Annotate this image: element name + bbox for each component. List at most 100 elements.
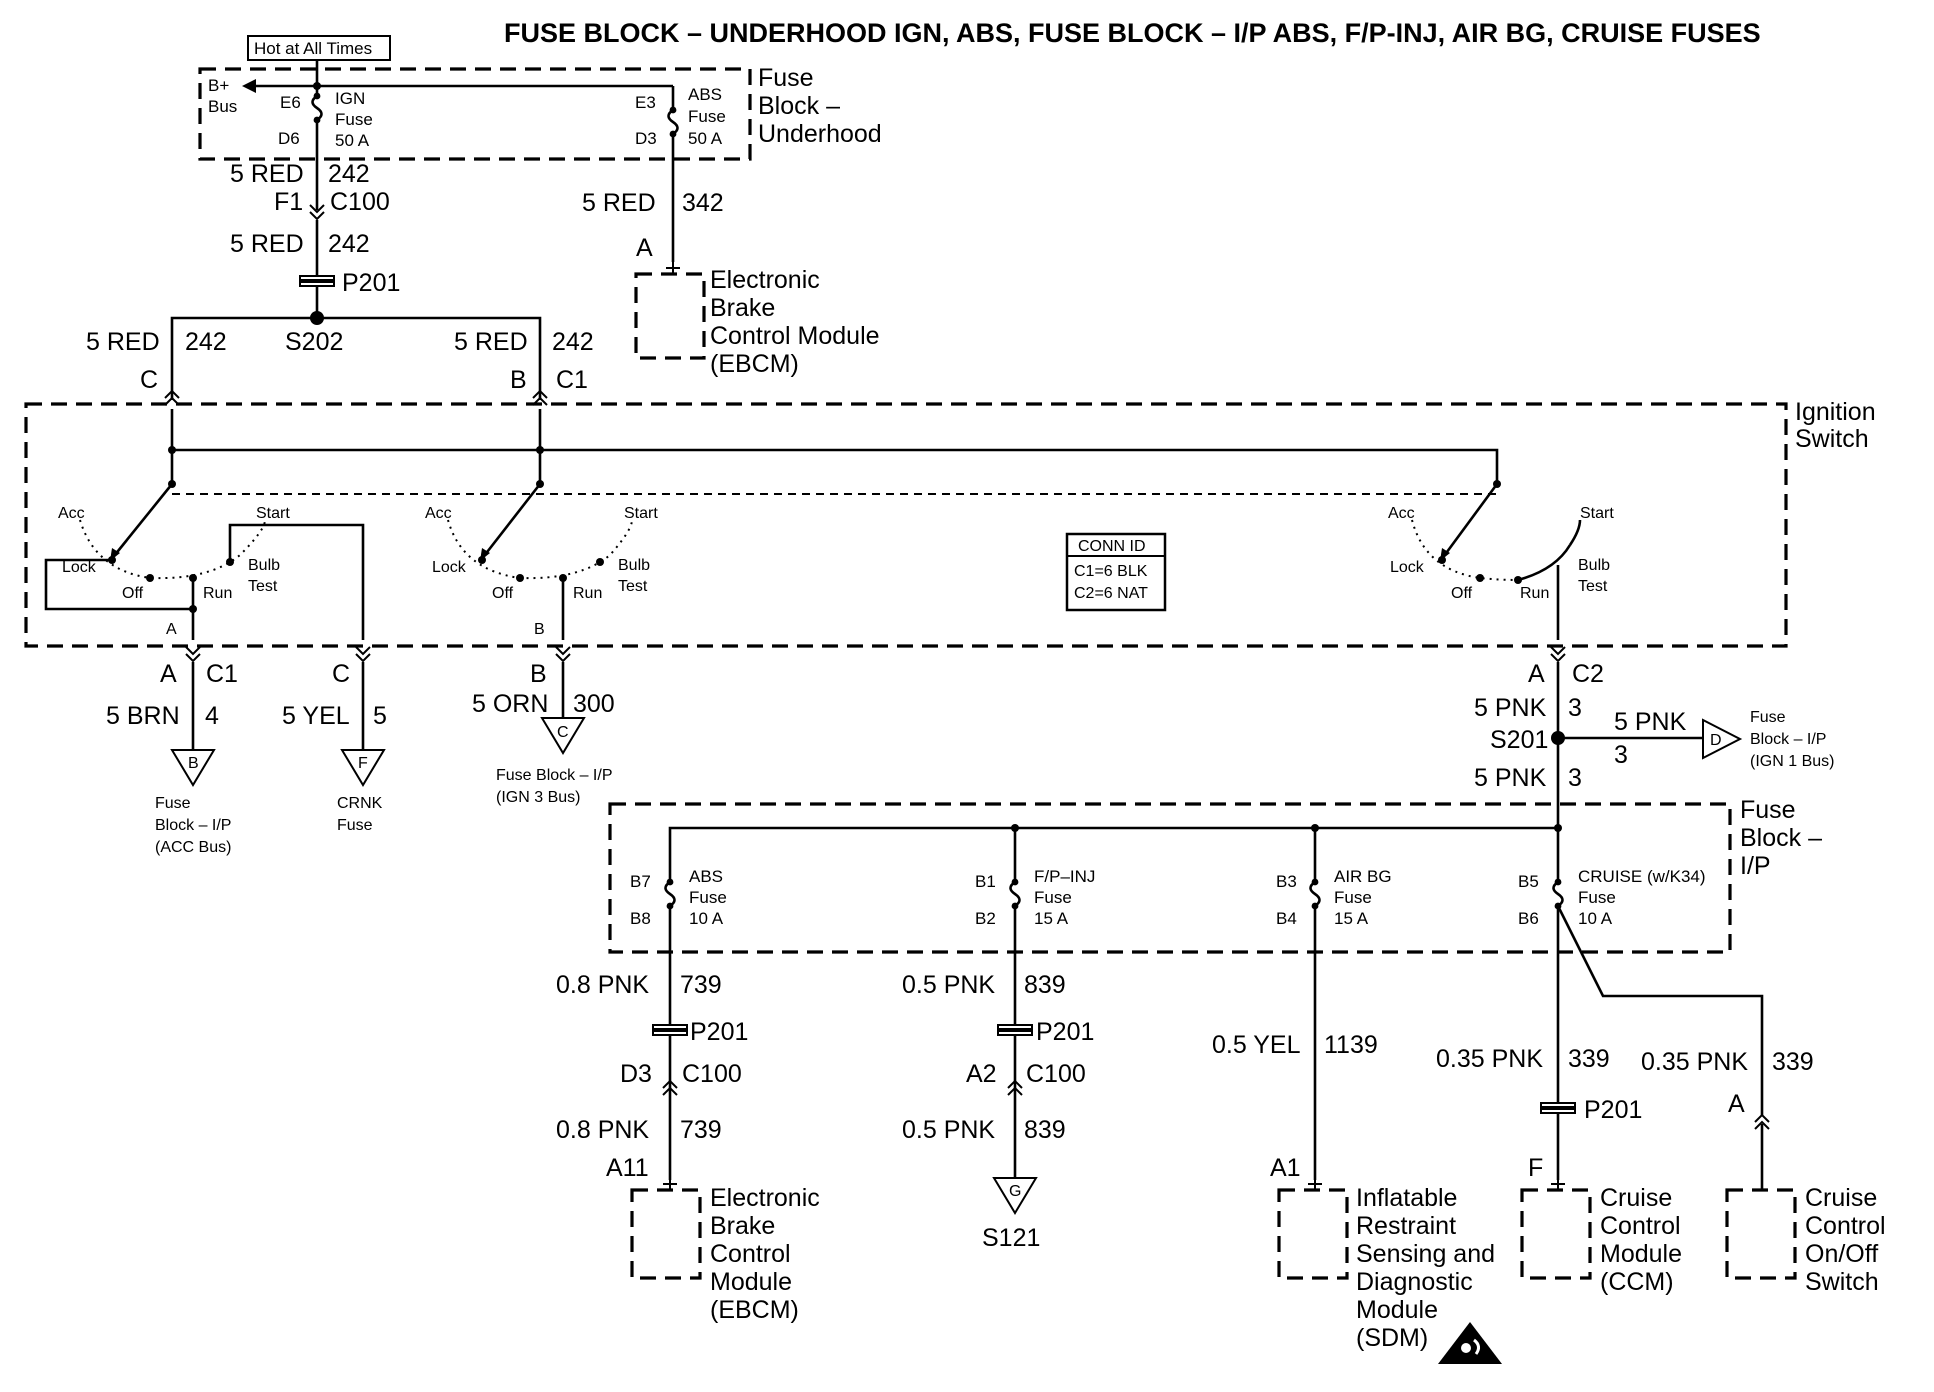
ign-feed-pass-through: P201 <box>342 269 400 297</box>
abs-50a-fuse-icon <box>667 98 679 139</box>
switch1-run: Run <box>203 585 232 602</box>
ign-feed-w1-circuit: 242 <box>328 160 370 188</box>
ign1-output: A C2 5 PNK 3 S201 5 PNK 3 D Fuse Block –… <box>1474 646 1834 828</box>
left-242-circuit: 242 <box>185 328 227 356</box>
ign3-ref-triangle-icon <box>540 717 586 755</box>
ign-feed-w2-gauge: 5 RED <box>230 230 304 258</box>
fpinj-w2-circuit: 839 <box>1024 1116 1066 1144</box>
conn-id-line-1: C1=6 BLK <box>1074 563 1148 580</box>
ebcm-bottom-pin-icon <box>662 1177 678 1191</box>
ebcm-conn-name: C100 <box>682 1060 742 1088</box>
switch2-test: Test <box>618 578 648 595</box>
abs-50a-fuse-out-pin: D3 <box>635 129 657 148</box>
acc-connector-icon <box>185 646 201 662</box>
ign-fuse-icon <box>311 84 323 125</box>
ccm-p201-icon <box>1540 1102 1576 1114</box>
conn-id-line-2: C2=6 NAT <box>1074 585 1148 602</box>
bplus-arrow-icon <box>242 79 256 93</box>
ip-fuse-2-in: B1 <box>975 872 996 891</box>
abs-50a-fuse-label-2: Fuse <box>688 107 726 126</box>
underhood-block-name-line-1: Fuse <box>758 64 814 92</box>
ccm-line-1: Cruise <box>1600 1184 1672 1212</box>
ign-feed-w1-gauge: 5 RED <box>230 160 304 188</box>
fpinj-ref-triangle-icon <box>992 1177 1038 1215</box>
ip-fuse-2-l2: Fuse <box>1034 888 1072 907</box>
underhood-block-name-line-2: Block – <box>758 92 840 120</box>
switch1-off: Off <box>122 585 144 602</box>
ccm-gauge: 0.35 PNK <box>1436 1045 1543 1073</box>
ign1-down-circuit: 3 <box>1568 764 1582 792</box>
ign1-branch-dest-2: Block – I/P <box>1750 731 1826 748</box>
ip-fuse-1-in: B7 <box>630 872 651 891</box>
ccm-output: 0.35 PNK 339 P201 F Cruise Control Modul… <box>1436 906 1682 1296</box>
fpinj-p201-icon <box>997 1024 1033 1036</box>
ip-fuse-1-l2: Fuse <box>689 888 727 907</box>
fpinj-conn-pin: A2 <box>966 1060 997 1088</box>
ign3-connector-icon <box>555 646 571 662</box>
cruise-fuse-icon <box>1552 870 1564 911</box>
ign1-ref-triangle-icon <box>1702 718 1743 760</box>
sdm-line-1: Inflatable <box>1356 1184 1457 1212</box>
ign-fuse-in-pin: E6 <box>280 93 301 112</box>
hot-at-all-times-label: Hot at All Times <box>254 39 372 58</box>
abs-feed-circuit-number: 342 <box>682 189 724 217</box>
crnk-pin: C <box>332 660 350 688</box>
ebcm-w2-gauge: 0.8 PNK <box>556 1116 649 1144</box>
ip-block-name-line-1: Fuse <box>1740 796 1796 824</box>
ip-fuse-4-l1: CRUISE (w/K34) <box>1578 867 1706 886</box>
switch3-acc: Acc <box>1388 505 1415 522</box>
right-switch-pin: B <box>510 366 527 394</box>
abs-10a-fuse-icon <box>664 870 676 911</box>
ip-fuse-3-l1: AIR BG <box>1334 867 1392 886</box>
ebcm-bottom-line-1: Electronic <box>710 1184 820 1212</box>
ip-fuse-block: Fuse Block – I/P B7 B8 ABS Fuse 10 A B1 … <box>608 796 1822 954</box>
ebcm-conn-pin: D3 <box>620 1060 652 1088</box>
ip-fuse-4-l2: Fuse <box>1578 888 1616 907</box>
sdm-line-6: (SDM) <box>1356 1324 1428 1352</box>
ign1-circuit: 3 <box>1568 694 1582 722</box>
ign3-pin: B <box>530 660 547 688</box>
switch2-bulb: Bulb <box>618 557 650 574</box>
ign-feed-circuit: 5 RED 242 F1 C100 5 RED 242 P201 S202 5 … <box>86 159 594 406</box>
crnk-circuit: 5 <box>373 702 387 730</box>
acc-dest-3: (ACC Bus) <box>155 839 231 856</box>
switch3-run: Run <box>1520 585 1549 602</box>
ign3-dest-2: (IGN 3 Bus) <box>496 789 580 806</box>
cruise-switch-circuit: 339 <box>1772 1048 1814 1076</box>
fpinj-pass-through: P201 <box>1036 1018 1094 1046</box>
ebcm-top-line-2: Brake <box>710 294 775 322</box>
crnk-ref-triangle-icon <box>340 749 386 787</box>
ip-block-name-line-3: I/P <box>1740 852 1771 880</box>
ccm-line-2: Control <box>1600 1212 1681 1240</box>
right-switch-conn: C1 <box>556 366 588 394</box>
acc-output: A C1 5 BRN 4 B Fuse Block – I/P (ACC Bus… <box>106 646 238 856</box>
ebcm-top-line-4: (EBCM) <box>710 350 799 378</box>
ign1-gauge: 5 PNK <box>1474 694 1547 722</box>
ignition-switch-name-line-1: Ignition <box>1795 398 1876 426</box>
sdm-line-5: Module <box>1356 1296 1438 1324</box>
ebcm-bottom-line-4: Module <box>710 1268 792 1296</box>
crnk-output: C 5 YEL 5 F CRNK Fuse <box>282 646 387 834</box>
switch2-run: Run <box>573 585 602 602</box>
ign1-pin: A <box>1528 660 1545 688</box>
diagram-title: FUSE BLOCK – UNDERHOOD IGN, ABS, FUSE BL… <box>504 18 1761 48</box>
fpinj-output: 0.5 PNK 839 P201 A2 C100 0.5 PNK 839 G S… <box>902 906 1094 1252</box>
left-switch-pin: C <box>140 366 158 394</box>
ccm-pin: F <box>1528 1154 1543 1182</box>
ign3-ref: C <box>557 724 569 741</box>
ign-feed-w2-circuit: 242 <box>328 230 370 258</box>
bplus-bus-label-line-2: Bus <box>208 97 237 116</box>
ign1-branch-dest-1: Fuse <box>1750 709 1786 726</box>
abs-feed-circuit: 5 RED 342 A Electronic Brake Control Mod… <box>582 159 880 378</box>
switch2-off: Off <box>492 585 514 602</box>
sdm-gauge: 0.5 YEL <box>1212 1031 1301 1059</box>
ign1-down-gauge: 5 PNK <box>1474 764 1547 792</box>
cruise-switch-line-4: Switch <box>1805 1268 1879 1296</box>
sdm-pin: A1 <box>1270 1154 1301 1182</box>
right-242-gauge: 5 RED <box>454 328 528 356</box>
cruise-switch-pin: A <box>1728 1090 1745 1118</box>
crnk-gauge: 5 YEL <box>282 702 350 730</box>
switch1-test: Test <box>248 578 278 595</box>
switch3-start: Start <box>1580 505 1614 522</box>
p201-pass-through-icon <box>299 275 335 287</box>
